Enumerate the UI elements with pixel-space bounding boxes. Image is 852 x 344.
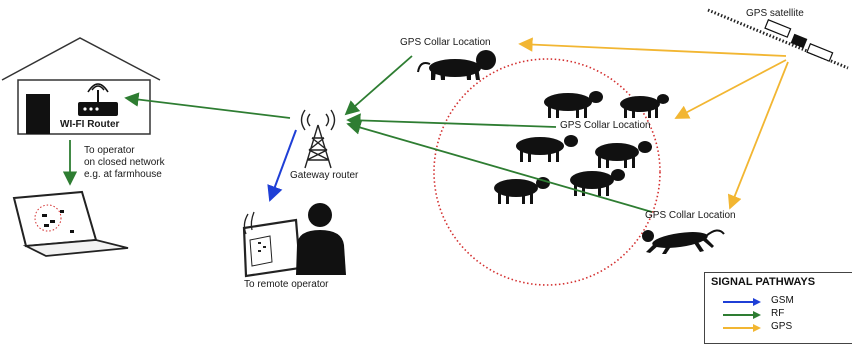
gps-arrow-to-middle-collar [674, 59, 787, 119]
cattle-group [494, 91, 669, 204]
cattle-icon [595, 141, 652, 168]
lion-icon [417, 50, 496, 80]
operator-note-line3: e.g. at farmhouse [84, 169, 162, 180]
rf-arrow-herd-to-gateway [346, 113, 557, 128]
signal-pathways-diagram [1, 8, 849, 286]
rf-arrow-collar-to-gateway [344, 55, 413, 116]
cheetah-icon [642, 229, 725, 254]
cattle-icon [570, 169, 625, 196]
cattle-icon [620, 94, 669, 118]
remote-operator-label: To remote operator [244, 279, 329, 290]
cattle-icon [494, 177, 550, 204]
rf-arrow-cheetah-to-gateway [346, 120, 653, 213]
gps-arrow-to-bottom-collar [727, 61, 789, 210]
gps-collar-label-bottom: GPS Collar Location [645, 210, 736, 221]
laptop-icon [12, 190, 129, 257]
cattle-icon [516, 135, 578, 162]
legend-item-rf: RF [723, 308, 823, 320]
rf-legend-arrow [723, 311, 761, 319]
gps-collar-label-middle: GPS Collar Location [560, 120, 651, 131]
rf-arrow-gateway-to-router [124, 92, 291, 119]
gps-satellite-label: GPS satellite [746, 8, 804, 19]
satellite-icon [764, 19, 834, 62]
operator-note-line1: To operator [84, 145, 135, 156]
gps-legend-arrow [723, 324, 761, 332]
cattle-icon [544, 91, 603, 118]
legend-label-gps: GPS [771, 321, 793, 332]
legend-title: SIGNAL PATHWAYS [711, 276, 816, 288]
signal-pathways-legend: SIGNAL PATHWAYS GSM RF GPS [704, 272, 852, 344]
herd-boundary [433, 58, 661, 286]
legend-item-gsm: GSM [723, 295, 823, 307]
gsm-legend-arrow [723, 298, 761, 306]
person-icon [296, 203, 346, 275]
wifi-router-label: WI-FI Router [60, 119, 120, 130]
gps-arrow-to-top-collar [518, 37, 787, 57]
legend-item-gps: GPS [723, 321, 823, 333]
gateway-router-label: Gateway router [290, 170, 359, 181]
gps-collar-label-top: GPS Collar Location [400, 37, 491, 48]
smartphone-icon [242, 211, 302, 278]
wifi-router-icon [78, 83, 118, 116]
legend-label-gsm: GSM [771, 295, 794, 306]
gsm-arrow-gateway-to-phone [267, 129, 297, 202]
legend-label-rf: RF [771, 308, 785, 319]
operator-note-line2: on closed network [84, 157, 165, 168]
gateway-tower-icon [300, 109, 336, 169]
